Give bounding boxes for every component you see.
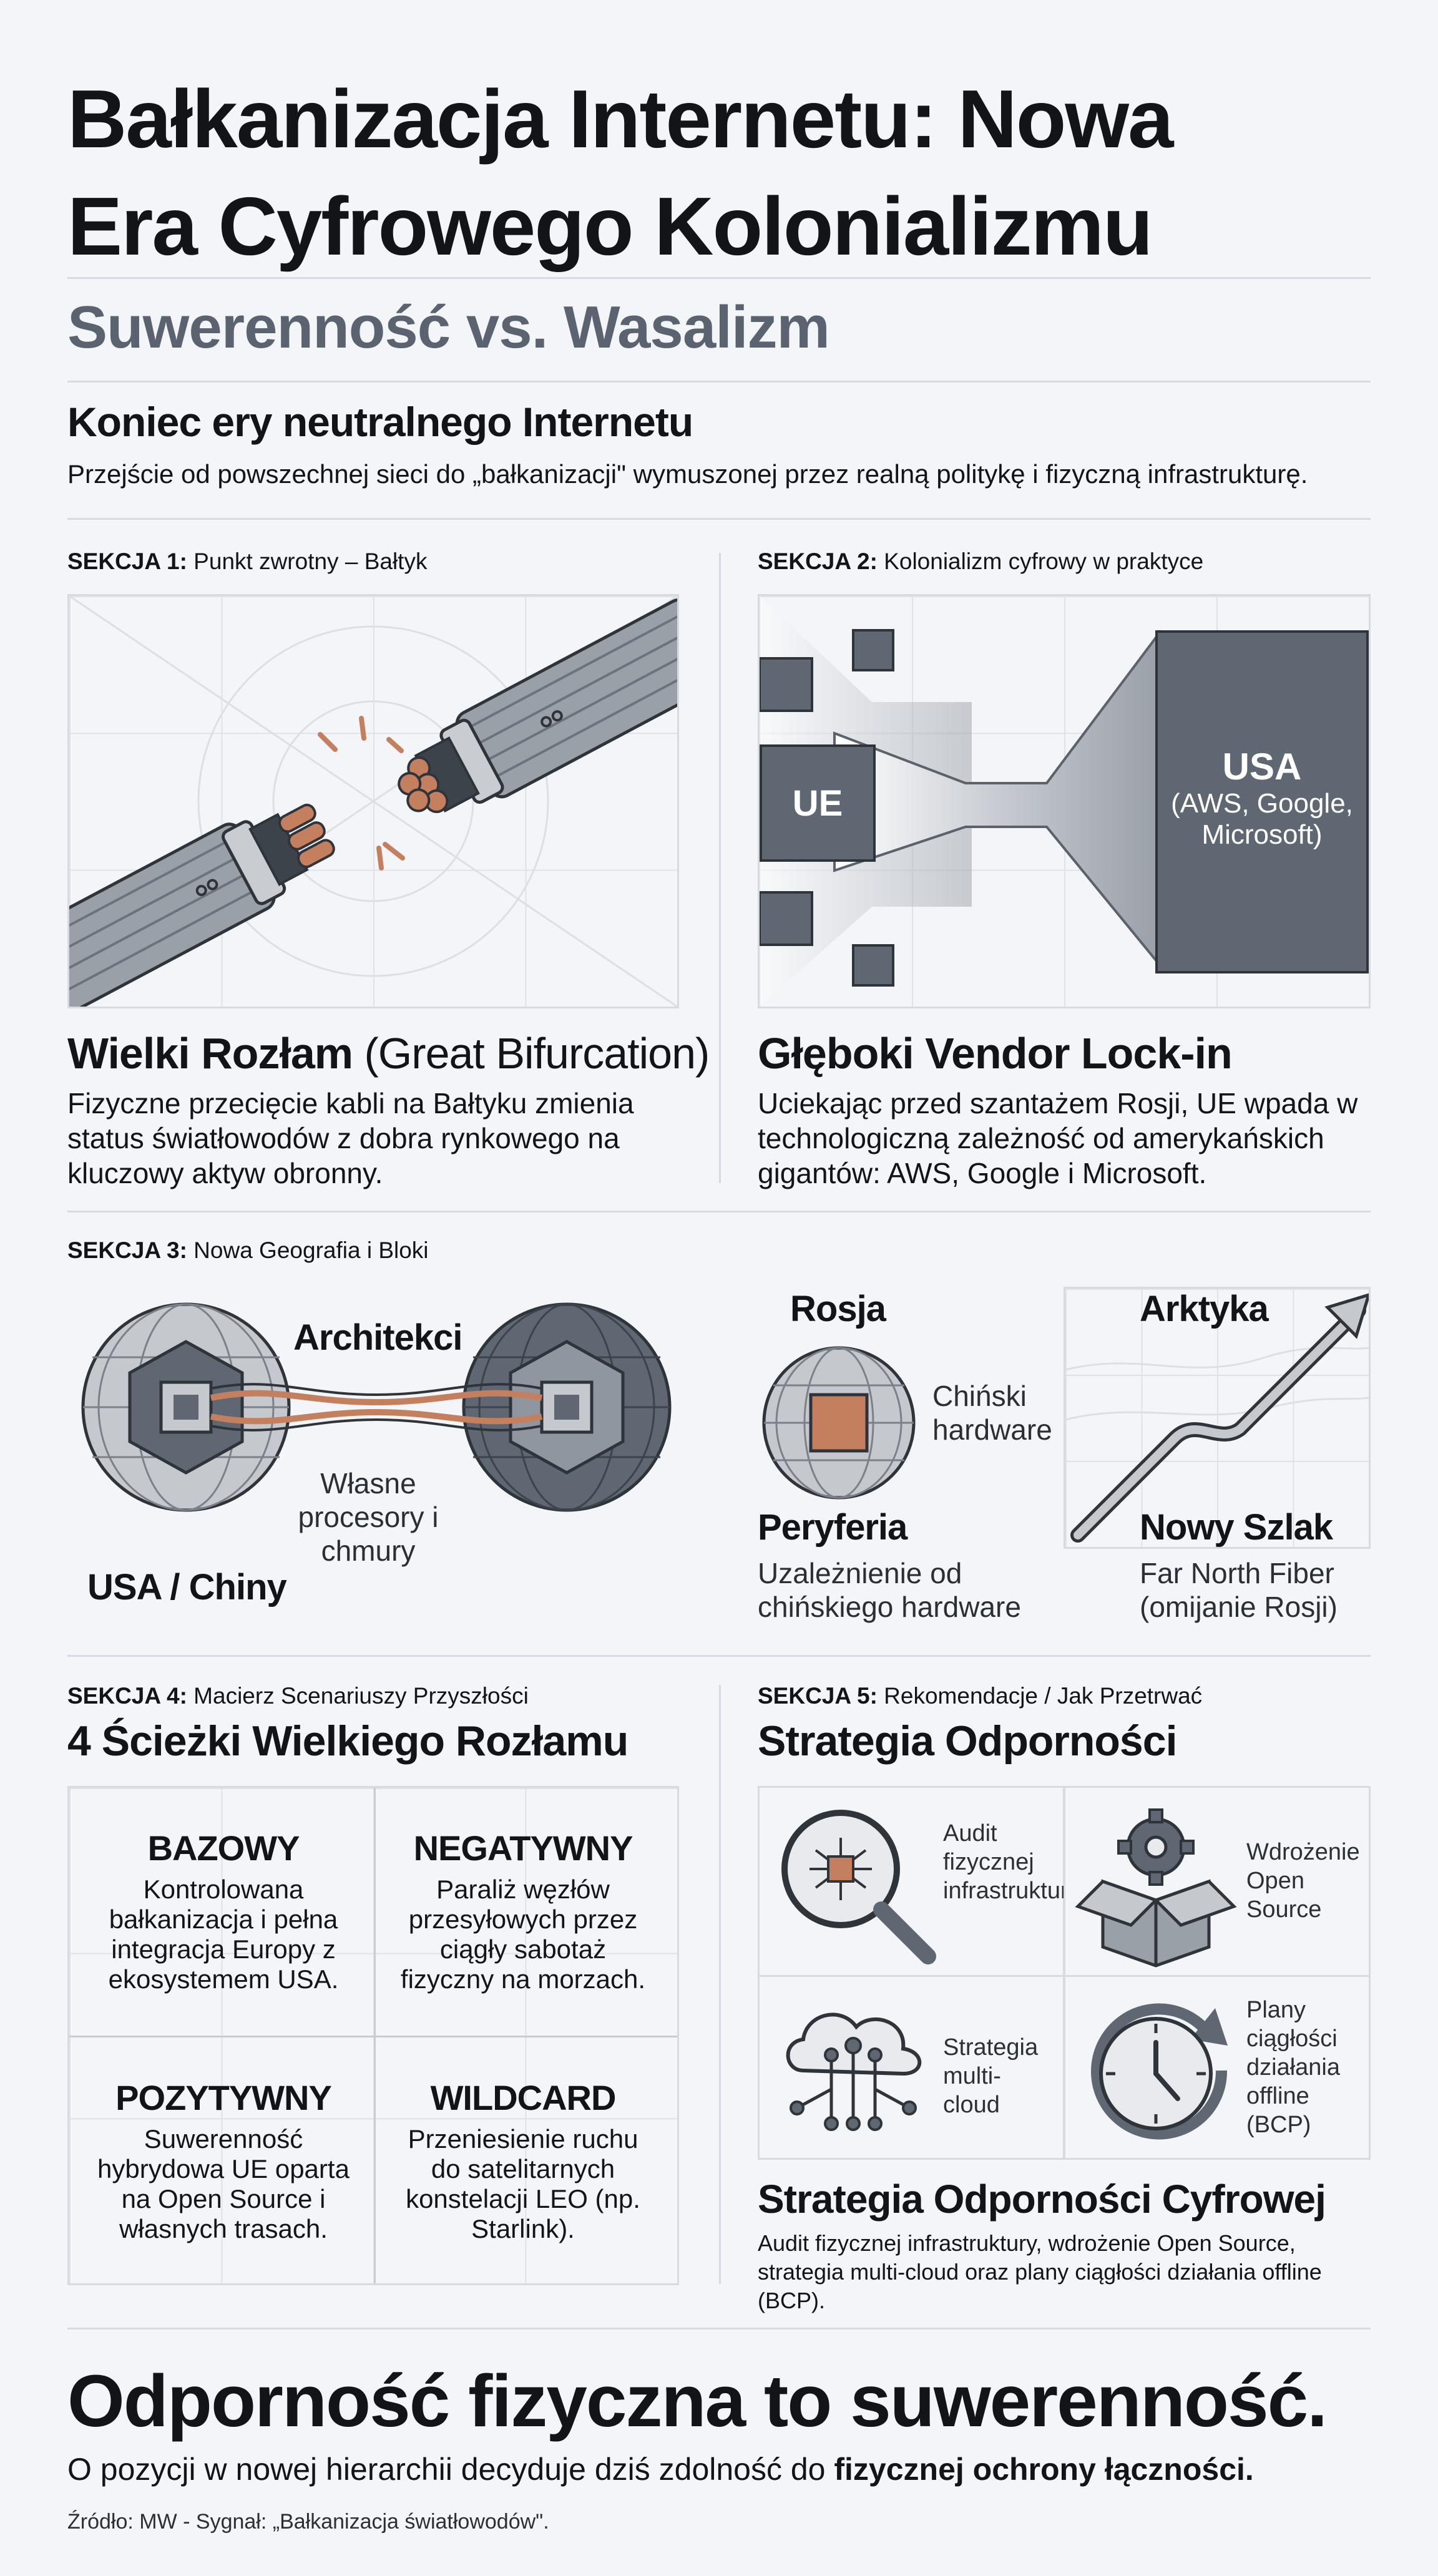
section5-label: SEKCJA 5: Rekomendacje / Jak Przetrwać — [758, 1683, 1203, 1709]
resilience-open-source: Wdrożenie Open Source — [1064, 1786, 1371, 1977]
usa-box-title: USA — [1222, 746, 1302, 788]
section5-subheading: Strategia Odporności Cyfrowej — [758, 2177, 1326, 2222]
intro-text: Przejście od powszechnej sieci do „bałka… — [67, 459, 1308, 489]
scenario-negative: NEGATYWNY Paraliż węzłów przesyłowych pr… — [400, 1828, 646, 1994]
section2-illustration: UE USA (AWS, Google, Microsoft) — [758, 594, 1371, 1008]
architects-globes-icon — [81, 1302, 672, 1512]
resilience-multicloud: Strategia multi-cloud — [758, 1975, 1065, 2160]
cloud-network-icon — [786, 2012, 922, 2131]
own-chips-label: Własne procesory i chmury — [298, 1467, 439, 1567]
scenario-base: BAZOWY Kontrolowana bałkanizacja i pełna… — [108, 1828, 339, 1994]
magnifier-chip-icon — [781, 1810, 936, 1964]
severed-cable-icon — [6, 595, 725, 1023]
section5-heading: Strategia Odporności — [758, 1717, 1177, 1765]
resilience-audit: Audit fizycznej infrastruktury — [758, 1786, 1080, 1977]
peryferia-label: Peryferia — [758, 1507, 907, 1548]
footer-headline: Odporność fizyczna to suwerenność. — [67, 2360, 1328, 2442]
title-line-1: Bałkanizacja Internetu: Nowa — [67, 73, 1173, 165]
arctic-route-illustration — [1064, 1287, 1371, 1549]
section5-subtext: Audit fizycznej infrastruktury, wdrożeni… — [758, 2230, 1322, 2313]
usa-box-sub: (AWS, Google, Microsoft) — [1171, 788, 1353, 850]
resilience-bcp: Plany ciągłości działania offline (BCP) — [1064, 1975, 1371, 2160]
ue-box: UE — [760, 744, 876, 862]
usa-box: USA (AWS, Google, Microsoft) — [1155, 630, 1369, 973]
usa-china-label: USA / Chiny — [87, 1567, 287, 1608]
nowy-szlak-text: Far North Fiber (omijanie Rosji) — [1140, 1557, 1338, 1623]
clock-icon — [1091, 2003, 1228, 2140]
nowy-szlak-label: Nowy Szlak — [1140, 1507, 1333, 1548]
section3-label: SEKCJA 3: Nowa Geografia i Bloki — [67, 1237, 429, 1263]
source-note: Źródło: MW - Sygnał: „Bałkanizacja świat… — [67, 2510, 549, 2534]
scenario-matrix — [67, 1786, 679, 2285]
scenario-wildcard: WILDCARD Przeniesienie ruchu do satelita… — [406, 2078, 640, 2243]
resilience-bcp-text: Plany ciągłości działania offline (BCP) — [1246, 1997, 1340, 2138]
architects-label: Architekci — [293, 1317, 462, 1358]
title-line-2: Era Cyfrowego Kolonializmu — [67, 180, 1153, 272]
section1-heading: Wielki Rozłam (Great Bifurcation) — [67, 1029, 710, 1078]
russia-globe-icon — [762, 1346, 916, 1500]
divider — [67, 518, 1371, 520]
column-divider — [719, 553, 721, 1183]
divider — [67, 1655, 1371, 1657]
section1-label: SEKCJA 1: Punkt zwrotny – Bałtyk — [67, 549, 428, 574]
chinese-hw-label: Chiński hardware — [932, 1380, 1052, 1446]
section1-illustration — [6, 594, 725, 1023]
page-title: Bałkanizacja Internetu: Nowa Era Cyfrowe… — [67, 66, 1378, 280]
footer-text: O pozycji w nowej hierarchii decyduje dz… — [67, 2452, 1254, 2487]
section1-text: Fizyczne przecięcie kabli na Bałtyku zmi… — [67, 1087, 634, 1189]
section2-heading: Głęboki Vendor Lock-in — [758, 1029, 1233, 1078]
intro-heading: Koniec ery neutralnego Internetu — [67, 399, 693, 445]
rosja-label: Rosja — [790, 1289, 886, 1329]
resilience-open-source-text: Wdrożenie Open Source — [1246, 1839, 1360, 1923]
resilience-audit-text: Audit fizycznej infrastruktury — [943, 1820, 1080, 1904]
divider — [67, 381, 1371, 383]
page-subtitle: Suwerenność vs. Wasalizm — [67, 294, 830, 361]
section4-label: SEKCJA 4: Macierz Scenariuszy Przyszłośc… — [67, 1683, 529, 1709]
arctic-route-icon — [1065, 1292, 1371, 1543]
open-box-gear-icon — [1075, 1808, 1237, 1968]
column-divider — [719, 1685, 721, 2284]
section2-text: Uciekając przed szantażem Rosji, UE wpad… — [758, 1087, 1358, 1189]
section2-label: SEKCJA 2: Kolonializm cyfrowy w praktyce — [758, 549, 1204, 574]
resilience-multicloud-text: Strategia multi-cloud — [943, 2034, 1039, 2118]
divider — [67, 277, 1371, 279]
section4-heading: 4 Ścieżki Wielkiego Rozłamu — [67, 1717, 629, 1765]
arktyka-label: Arktyka — [1140, 1289, 1269, 1329]
scenario-positive: POZYTYWNY Suwerenność hybrydowa UE opart… — [97, 2078, 350, 2243]
divider — [67, 2328, 1371, 2330]
divider — [67, 1211, 1371, 1212]
peryferia-text: Uzależnienie od chińskiego hardware — [758, 1557, 1021, 1623]
